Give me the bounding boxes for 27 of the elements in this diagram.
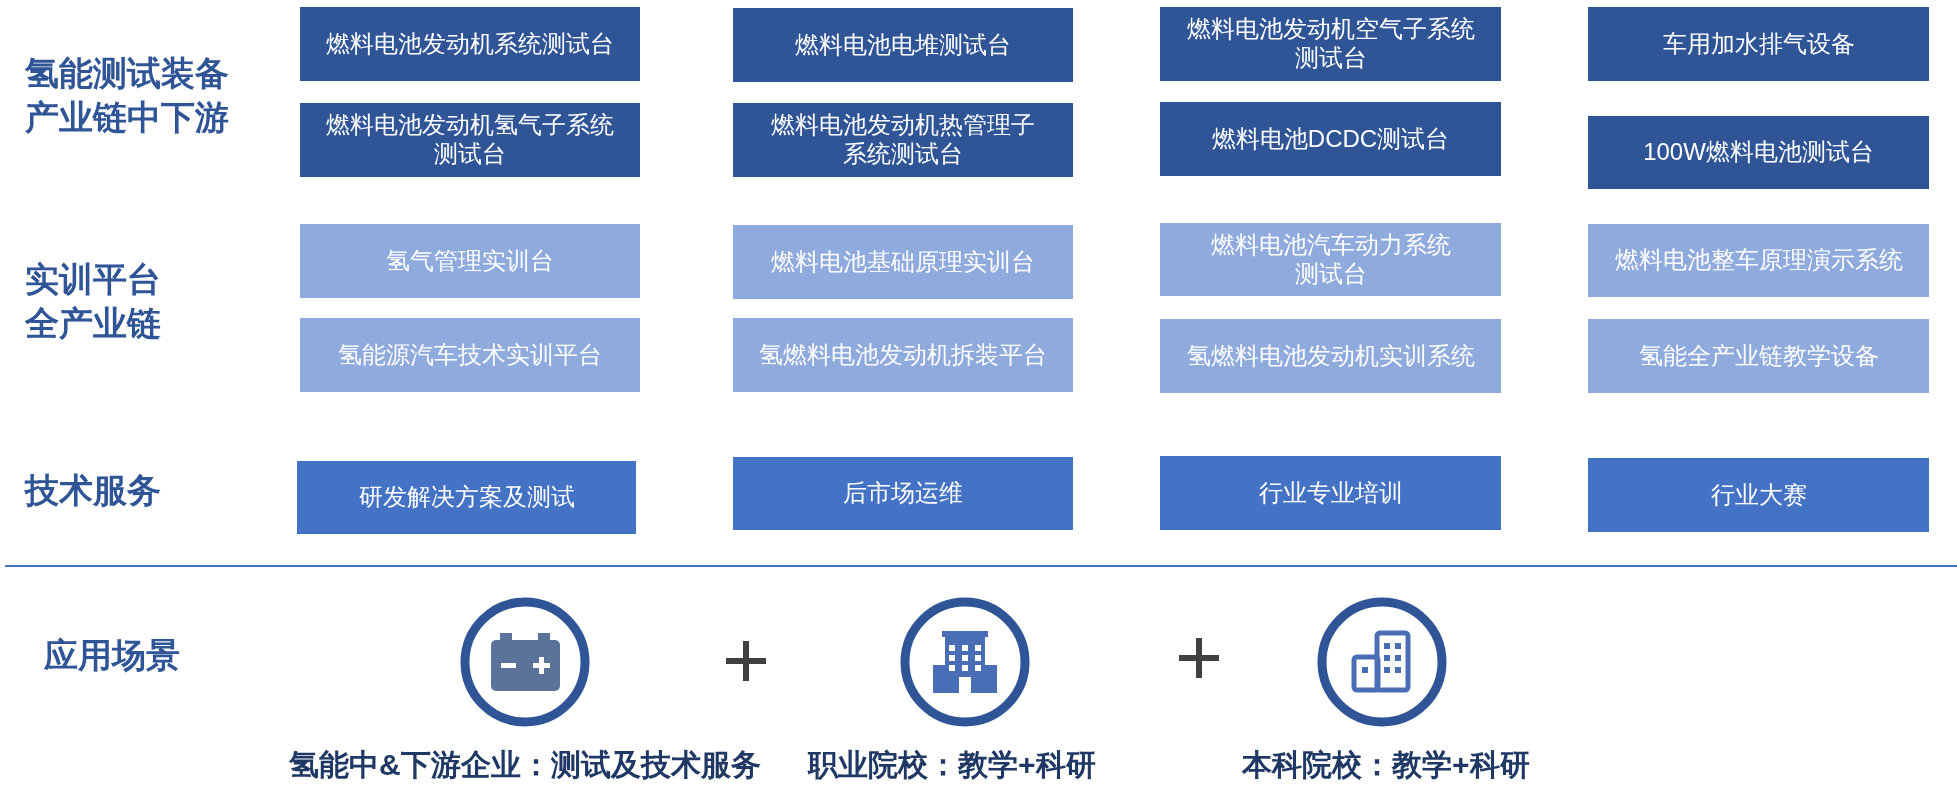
- scenario-caption: 本科院校：教学+科研: [1242, 747, 1530, 783]
- item-box: 燃料电池发动机氢气子系统测试台: [300, 103, 640, 177]
- item-box: 氢能全产业链教学设备: [1588, 319, 1929, 393]
- section-heading: 氢能测试装备产业链中下游: [25, 53, 230, 138]
- item-box: 燃料电池汽车动力系统测试台: [1160, 223, 1501, 296]
- item-box: 燃料电池整车原理演示系统: [1588, 224, 1929, 297]
- item-box: 燃料电池DCDC测试台: [1160, 102, 1501, 176]
- item-box: 燃料电池发动机热管理子系统测试台: [733, 103, 1073, 177]
- item-box: 氢气管理实训台: [300, 224, 640, 298]
- scenario-caption: 氢能中&下游企业：测试及技术服务: [289, 747, 761, 783]
- item-box: 燃料电池发动机系统测试台: [300, 7, 640, 81]
- item-box: 车用加水排气设备: [1588, 7, 1929, 81]
- item-box: 燃料电池基础原理实训台: [733, 225, 1073, 299]
- item-box: 100W燃料电池测试台: [1588, 116, 1929, 189]
- item-box: 行业大赛: [1588, 458, 1929, 532]
- scenario-caption: 职业院校：教学+科研: [808, 747, 1096, 783]
- section-heading: 实训平台全产业链: [25, 259, 162, 344]
- item-box: 氢燃料电池发动机实训系统: [1160, 319, 1501, 393]
- item-box: 氢燃料电池发动机拆装平台: [733, 318, 1073, 392]
- item-box: 燃料电池发动机空气子系统测试台: [1160, 7, 1501, 81]
- item-box: 氢能源汽车技术实训平台: [300, 318, 640, 392]
- section-heading: 技术服务: [25, 470, 161, 511]
- item-box: 研发解决方案及测试: [297, 461, 636, 534]
- item-box: 后市场运维: [733, 457, 1073, 530]
- section-heading: 应用场景: [44, 635, 180, 676]
- item-box: 燃料电池电堆测试台: [733, 8, 1073, 82]
- item-box: 行业专业培训: [1160, 456, 1501, 530]
